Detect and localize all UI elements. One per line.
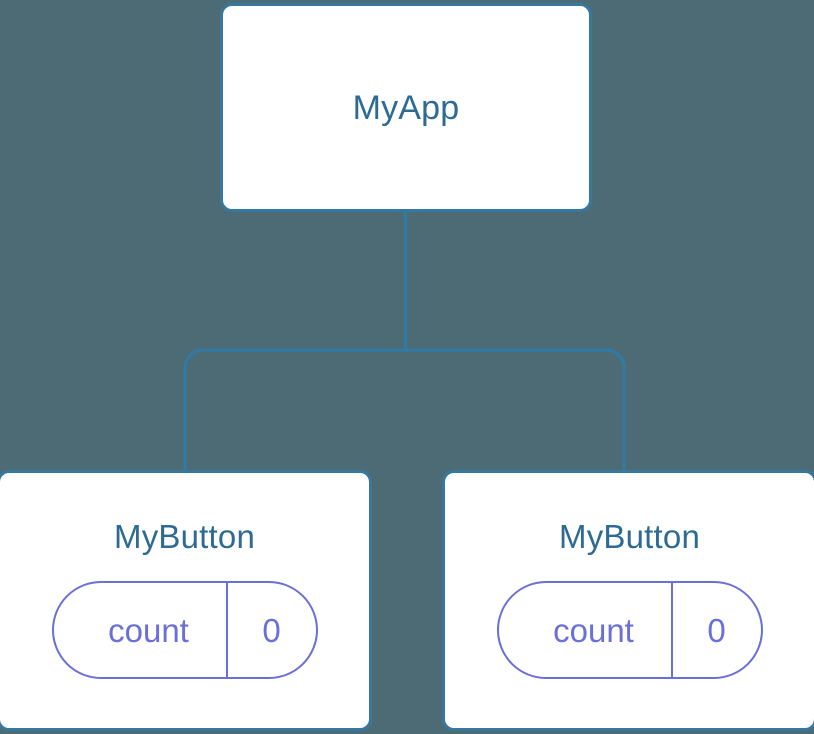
node-mybutton-left[interactable]: MyButton count 0 <box>0 470 372 731</box>
state-pill-right[interactable]: count 0 <box>496 581 763 679</box>
node-mybutton-left-label: MyButton <box>114 518 255 555</box>
node-myapp-label: MyApp <box>352 88 460 127</box>
state-pill-right-key: count <box>553 611 634 649</box>
node-mybutton-right[interactable]: MyButton count 0 <box>442 470 814 731</box>
state-pill-left-value: 0 <box>225 583 316 677</box>
edge-to-left-child <box>183 348 406 470</box>
state-pill-left[interactable]: count 0 <box>51 581 318 679</box>
state-pill-left-key: count <box>108 611 189 649</box>
edge-to-right-child <box>405 348 626 470</box>
node-mybutton-right-label: MyButton <box>559 518 700 555</box>
state-pill-right-value: 0 <box>670 583 761 677</box>
node-myapp[interactable]: MyApp <box>220 3 592 212</box>
